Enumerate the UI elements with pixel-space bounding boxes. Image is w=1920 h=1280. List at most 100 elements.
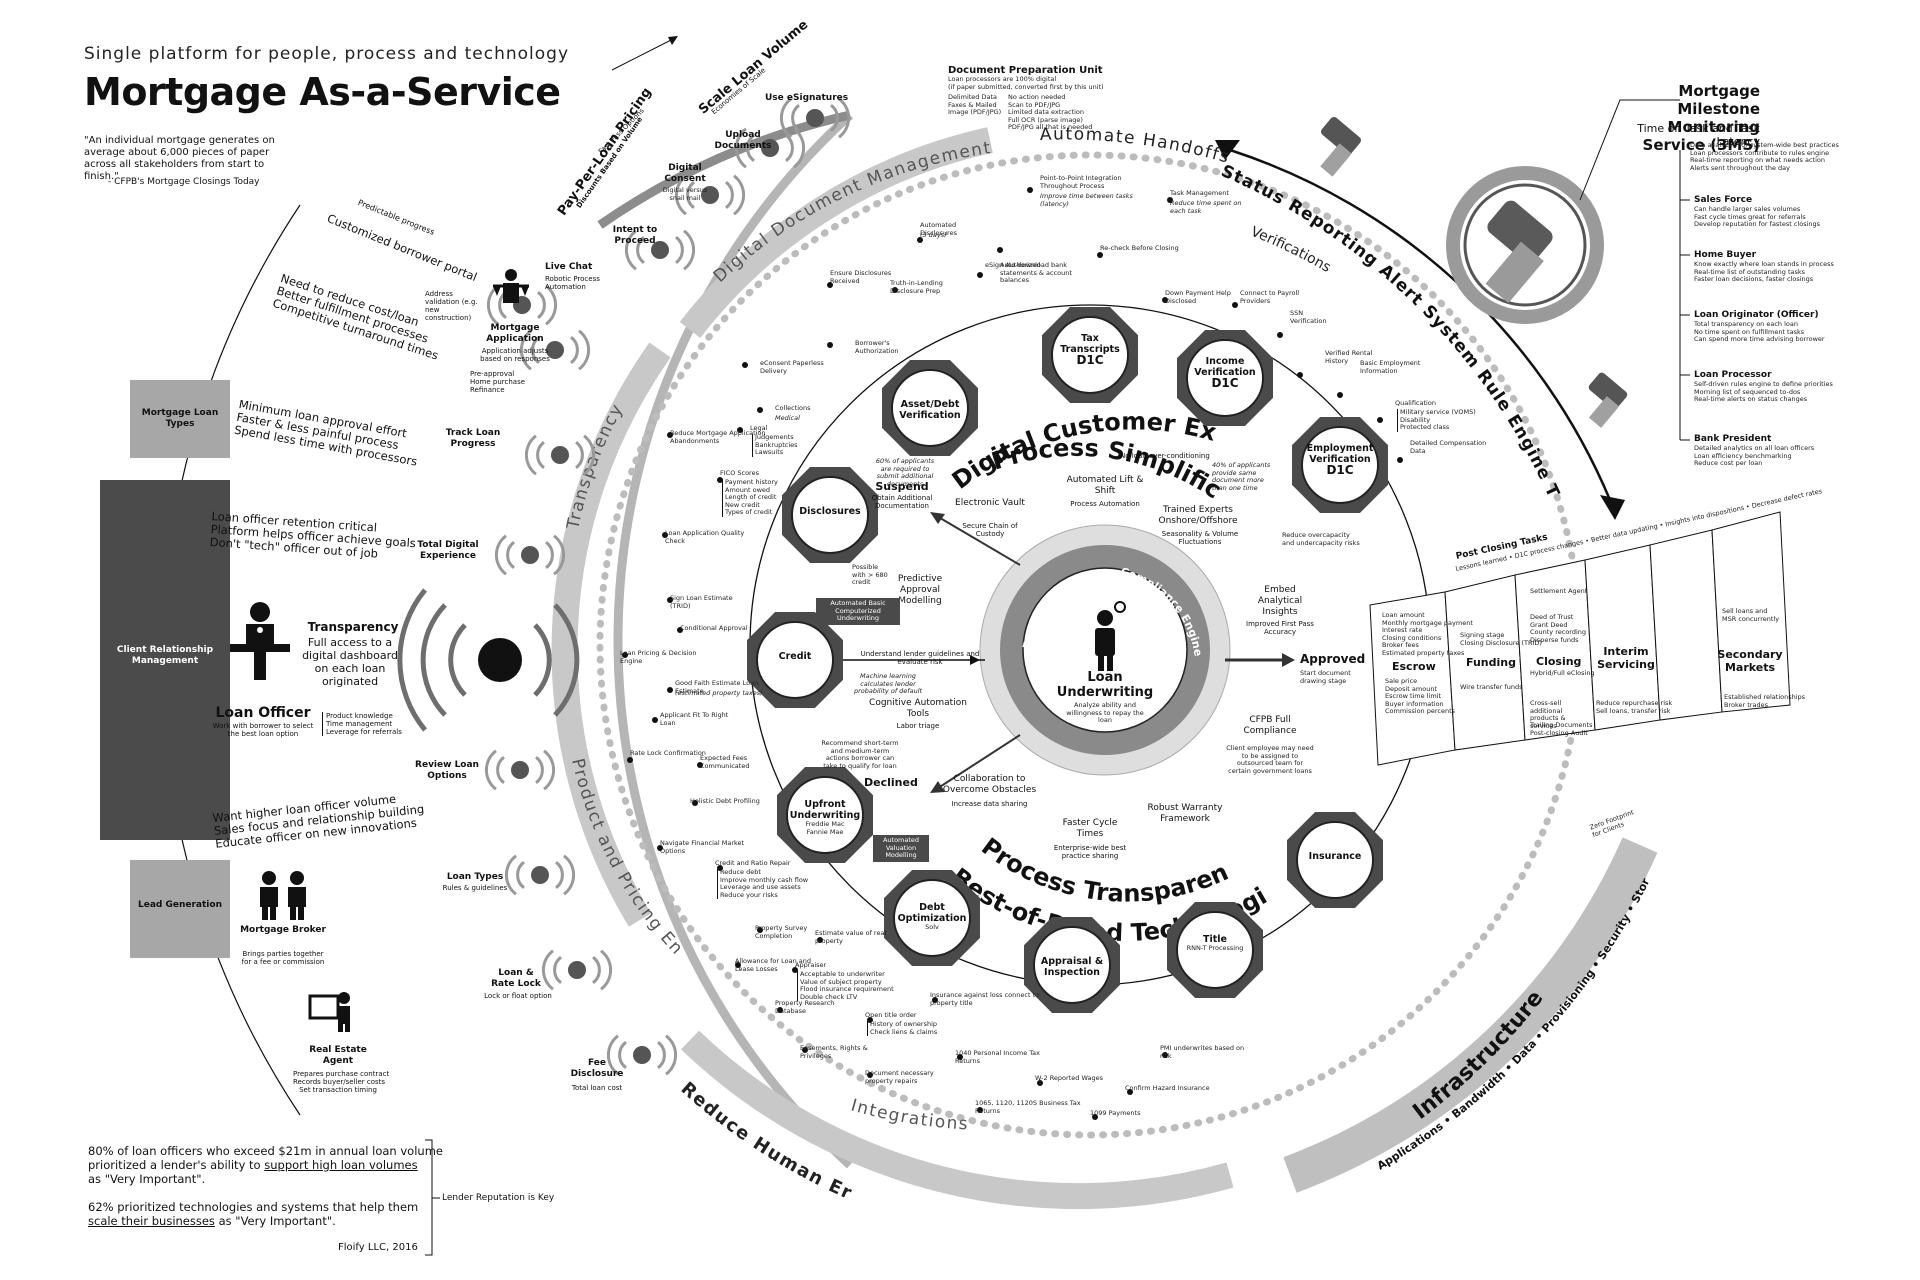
faster-desc: Enterprise-wide best practice sharing [1053, 844, 1127, 860]
spoke-dot-open_title [867, 1017, 873, 1023]
track-wave [791, 104, 800, 132]
node-label-disclosures: Disclosures [799, 506, 861, 517]
spoke-dot-appraiser [792, 967, 798, 973]
track-intent: Intent to Proceed [612, 225, 658, 246]
funding-top: Signing stage Closing Disclosure (TRID) [1460, 631, 1542, 647]
spoke-allowance: Allowance for Loan and Lease Losses [735, 957, 811, 973]
spoke-list-legal: Judgements Bankruptcies Lawsuits [752, 433, 798, 457]
track-wave [545, 284, 558, 326]
loan-uw-label: Loan Underwriting [1056, 670, 1154, 700]
loan-officer-desc: Work with borrower to select the best lo… [212, 722, 314, 738]
track-live-chat-desc: Robotic Process Automation [545, 275, 600, 291]
spoke-dot-f1099 [1092, 1114, 1098, 1120]
spoke-qualification: Qualification [1395, 399, 1436, 407]
spoke-f1099: 1099 Payments [1090, 1109, 1141, 1117]
track-loan-types: Loan Types [446, 872, 504, 882]
automate-arrow-head [1215, 140, 1240, 160]
spoke-dot-auto_download [997, 247, 1003, 253]
track-wave [583, 434, 596, 476]
spoke-credit_repair: Credit and Ratio Repair [715, 859, 791, 867]
track-esign: Use eSignatures [765, 93, 849, 103]
cfpb-label: CFPB Full Compliance [1243, 715, 1297, 736]
spoke-easements: Easements, Rights & Privileges [800, 1044, 868, 1060]
vault-desc: Secure Chain of Custody [962, 522, 1018, 538]
track-wave [734, 127, 747, 169]
suspend-arrow [934, 514, 1021, 566]
node-disclosures [782, 467, 878, 563]
spoke-dot-collections [757, 407, 763, 413]
track-wave [686, 181, 695, 209]
spoke-p2p: Point-to-Point Integration Throughout Pr… [1040, 174, 1122, 190]
spoke-navigate: Navigate Financial Market Options [660, 839, 745, 855]
real-estate-agent-icon [308, 990, 354, 1036]
spoke-detailed_comp: Detailed Compensation Data [1410, 439, 1487, 455]
spoke-w2: W-2 Reported Wages [1035, 1074, 1103, 1082]
spoke-ssn: SSN Verification [1290, 309, 1327, 325]
suspend-desc: Obtain Additional Documentation [871, 494, 933, 510]
status-arrow-head [1600, 495, 1625, 520]
mortgage-application-label: Mortgage Application [486, 323, 544, 344]
spoke-dot-basic_emp [1337, 392, 1343, 398]
spoke-auto_disc: Automated Disclosures [920, 221, 957, 237]
track-node-2 [551, 446, 569, 464]
page-title: Mortgage As-a-Service [84, 70, 561, 114]
spoke-dot-rate_lock_conf [627, 757, 633, 763]
suspend-label: Suspend [875, 480, 929, 493]
funding-label: Funding [1466, 656, 1516, 669]
spokes [622, 187, 1403, 1120]
real-estate-agent-label: Real Estate Agent [309, 1045, 367, 1066]
spoke-dot-insurance_loss [932, 997, 938, 1003]
closing-top: Settlement Agent [1530, 587, 1588, 595]
track-wave [600, 949, 613, 991]
spoke-dot-doc_repairs [867, 1072, 873, 1078]
closing-label: Closing [1536, 655, 1582, 668]
track-wave [543, 749, 556, 791]
track-wave [553, 956, 562, 984]
spoke-rate_lock_conf: Rate Lock Confirmation [630, 749, 706, 757]
auto-basic-uw: Automated Basic Computerized Underwritin… [816, 598, 900, 625]
track-wave [536, 441, 545, 469]
footer-stat-2: 62% prioritized technologies and systems… [88, 1200, 419, 1228]
spoke-holistic: Holistic Debt Profiling [690, 797, 760, 805]
mortgage-application-icon [493, 268, 529, 316]
spoke-dot-credit_repair [717, 865, 723, 871]
track-wave [524, 434, 537, 476]
track-wave [830, 104, 839, 132]
node-income [1177, 330, 1273, 426]
track-wave [793, 127, 806, 169]
spoke-tax_1065: 1065, 1120, 1120S Business Tax Returns [975, 1099, 1081, 1115]
embed-desc: Improved First Pass Accuracy [1246, 620, 1314, 636]
page-subtitle: Single platform for people, process and … [84, 44, 570, 64]
track-fee-disclosure: Fee Disclosure [570, 1058, 624, 1079]
spoke-dot-tax_1040 [957, 1054, 963, 1060]
loan-uw-desc: Analyze ability and willingness to repay… [1066, 701, 1144, 724]
milestone-intro: Data analyzed for system-wide best pract… [1690, 141, 1839, 172]
warranty-label: Robust Warranty Framework [1147, 803, 1223, 824]
spoke-gfe: Good Faith Estimate Loan Estimate [675, 679, 759, 695]
band-client-relationship [100, 480, 230, 840]
track-node-4 [511, 761, 529, 779]
spoke-dot-legal [737, 427, 743, 433]
transparency-band [551, 342, 671, 927]
cfpb-desc: Client employee may need to be assigned … [1226, 744, 1314, 775]
track-digital-consent: Digital Consent [664, 163, 706, 184]
spoke-dot-auto_disc [917, 237, 923, 243]
scale-arrow [611, 37, 676, 71]
spoke-expected_fees: Expected Fees Communicated [700, 754, 750, 770]
spoke-insurance_loss: Insurance against loss connect to proper… [930, 991, 1040, 1007]
spoke-borrower_auth: Borrower's Authorization [855, 339, 899, 355]
track-upload: Upload Documents [714, 130, 772, 151]
track-wave [506, 541, 515, 569]
loan-officer-icon [230, 600, 290, 684]
spoke-dot-gfe [667, 687, 673, 693]
label-integrations: Integrations [849, 1096, 968, 1135]
escrow-bottom: Sale price Deposit amount Escrow time li… [1385, 677, 1456, 715]
track-wave [618, 1041, 627, 1069]
node-insurance [1287, 812, 1383, 908]
track-wave [606, 1034, 619, 1076]
track-rate-lock: Loan & Rate Lock [491, 968, 541, 989]
